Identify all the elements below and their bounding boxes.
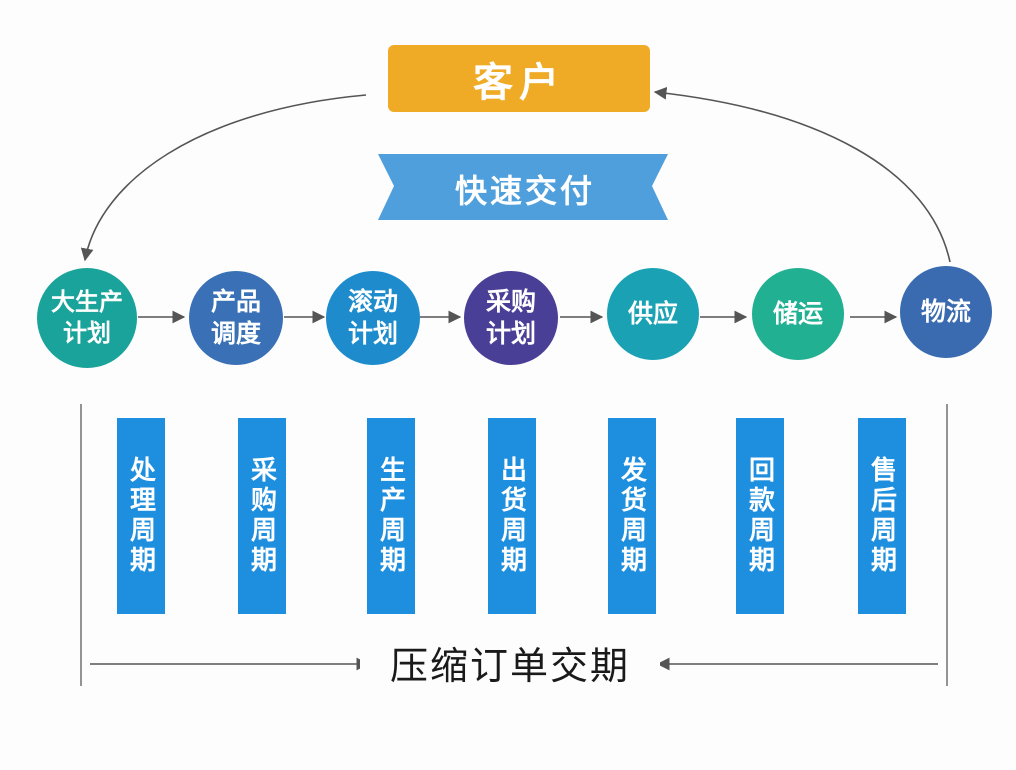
cycle-box: 发货周期 [608, 418, 656, 614]
step-node: 大生产 计划 [37, 268, 137, 368]
cycle-box: 售后周期 [858, 418, 906, 614]
step-node: 滚动 计划 [326, 271, 420, 365]
cycle-box: 生产周期 [367, 418, 415, 614]
compress-lead-time-label: 压缩订单交期 [360, 636, 660, 688]
fast-delivery-banner-label: 快速交付 [454, 172, 595, 210]
step-node: 物流 [900, 266, 992, 358]
cycle-box: 采购周期 [238, 418, 286, 614]
customer-box: 客户 [388, 45, 650, 112]
step-node: 供应 [607, 268, 699, 360]
step-node: 储运 [752, 268, 844, 360]
cycle-box: 回款周期 [736, 418, 784, 614]
cycle-box: 出货周期 [488, 418, 536, 614]
cycle-box: 处理周期 [117, 418, 165, 614]
banner-ribbon [378, 154, 668, 220]
return-arc-right [653, 86, 951, 263]
step-node: 产品 调度 [189, 271, 283, 365]
step-node: 采购 计划 [464, 271, 558, 365]
return-arc-left [80, 94, 367, 262]
customer-label: 客户 [473, 59, 565, 106]
